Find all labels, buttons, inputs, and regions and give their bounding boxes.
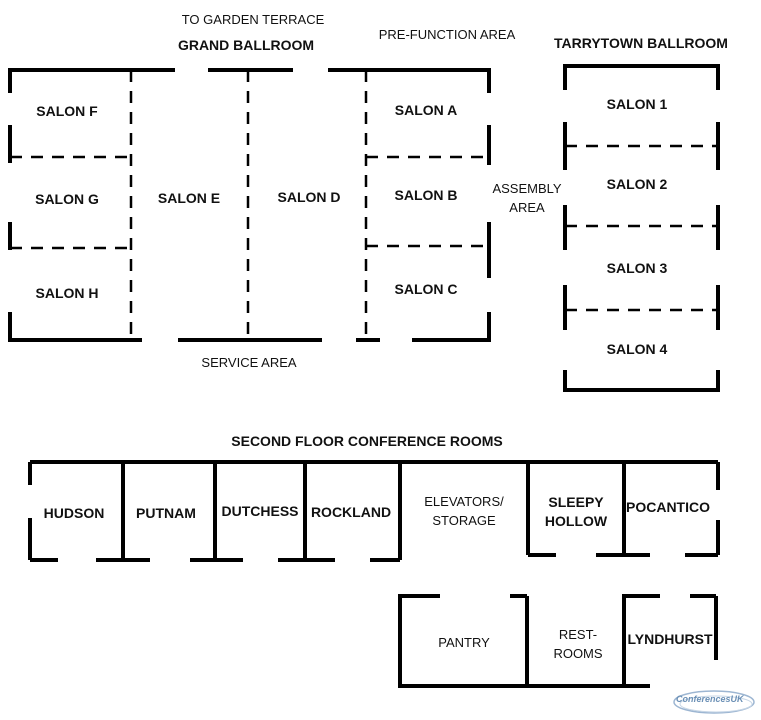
room-dutchess[interactable]: DUTCHESS xyxy=(221,503,299,519)
pantry-label: PANTRY xyxy=(438,635,490,650)
grand-ballroom-walls xyxy=(8,68,491,342)
room-sleepy-hollow-line1[interactable]: SLEEPY xyxy=(548,494,604,510)
room-lyndhurst[interactable]: LYNDHURST xyxy=(627,631,713,647)
room-salon-a[interactable]: SALON A xyxy=(394,102,458,118)
room-salon-2[interactable]: SALON 2 xyxy=(606,176,668,192)
second-floor-title: SECOND FLOOR CONFERENCE ROOMS xyxy=(231,433,503,449)
conference-walls xyxy=(28,460,720,562)
room-salon-4[interactable]: SALON 4 xyxy=(606,341,668,357)
room-pocantico[interactable]: POCANTICO xyxy=(626,499,710,515)
grand-ballroom-partitions xyxy=(10,70,489,340)
room-salon-3[interactable]: SALON 3 xyxy=(606,260,668,276)
tarrytown-ballroom-walls xyxy=(563,64,720,392)
tarrytown-partitions xyxy=(565,144,718,312)
room-putnam[interactable]: PUTNAM xyxy=(136,505,196,521)
restrooms-label-line2: ROOMS xyxy=(553,646,603,661)
assembly-area-label-line2: AREA xyxy=(509,200,545,215)
restrooms-label-line1: REST- xyxy=(558,627,598,642)
room-salon-b[interactable]: SALON B xyxy=(394,187,458,203)
conferences-uk-logo xyxy=(673,690,755,714)
lower-block-walls xyxy=(398,594,718,688)
room-salon-d[interactable]: SALON D xyxy=(277,189,341,205)
to-garden-terrace-label: TO GARDEN TERRACE xyxy=(181,12,325,27)
room-salon-c[interactable]: SALON C xyxy=(394,281,458,297)
assembly-area-label-line1: ASSEMBLY xyxy=(492,181,562,196)
tarrytown-ballroom-title: TARRYTOWN BALLROOM xyxy=(554,35,728,51)
room-salon-f[interactable]: SALON F xyxy=(36,103,98,119)
room-rockland[interactable]: ROCKLAND xyxy=(310,504,392,520)
elevators-label-line1: ELEVATORS/ xyxy=(424,494,504,509)
grand-ballroom-title: GRAND BALLROOM xyxy=(177,37,315,53)
room-hudson[interactable]: HUDSON xyxy=(43,505,105,521)
room-salon-1[interactable]: SALON 1 xyxy=(606,96,668,112)
service-area-label: SERVICE AREA xyxy=(201,355,297,370)
logo-text: ConferencesUK xyxy=(676,694,744,704)
elevators-label-line2: STORAGE xyxy=(432,513,496,528)
room-salon-h[interactable]: SALON H xyxy=(35,285,99,301)
pre-function-area-label: PRE-FUNCTION AREA xyxy=(378,27,516,42)
room-sleepy-hollow-line2[interactable]: HOLLOW xyxy=(544,513,608,529)
room-salon-g[interactable]: SALON G xyxy=(35,191,99,207)
room-salon-e[interactable]: SALON E xyxy=(157,190,221,206)
